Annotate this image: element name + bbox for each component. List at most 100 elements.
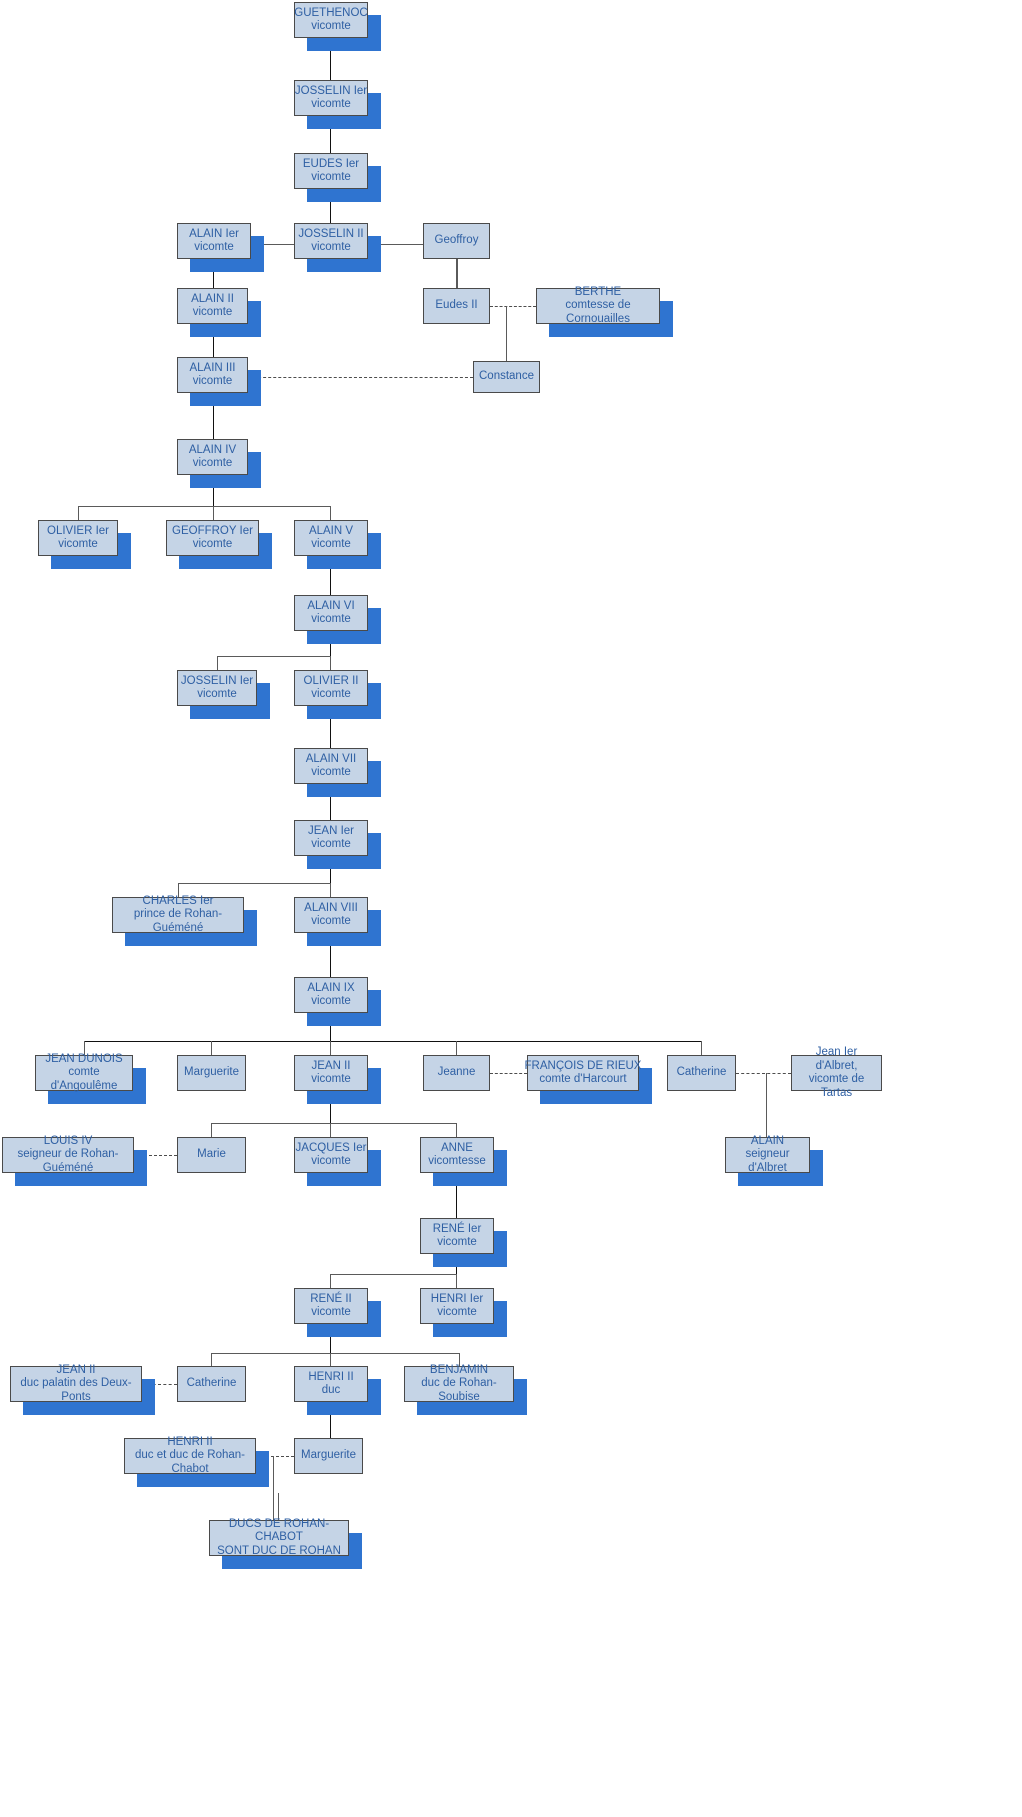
- link-guethenoc-josselin1: [330, 38, 332, 80]
- node-primary-label: ANNE: [441, 1141, 473, 1154]
- marriage-alain3-constance: [248, 377, 473, 378]
- link-olivier2-alain7: [330, 706, 332, 748]
- link-anne-rene1: [456, 1173, 458, 1218]
- node-secondary-label: vicomte: [58, 538, 98, 550]
- tree-node-marguerite1[interactable]: Marguerite: [177, 1055, 246, 1091]
- node-primary-label: ALAIN: [750, 1134, 785, 1147]
- node-primary-label: BENJAMIN: [429, 1363, 489, 1376]
- link-jean1-to-alain8: [330, 882, 332, 898]
- node-primary-label: Jean Ier d'Albret,: [815, 1046, 858, 1072]
- link-jean2-to-jacques1: [330, 1122, 332, 1138]
- node-primary-label: ALAIN IX: [307, 981, 355, 994]
- marriage-catherine1-jeanalbret: [736, 1073, 791, 1074]
- tree-node-catherine1[interactable]: Catherine: [667, 1055, 736, 1091]
- link-alain9-bus: [84, 1041, 702, 1043]
- link-alain4-to-olivier1: [78, 505, 80, 521]
- node-primary-label: OLIVIER Ier: [47, 524, 109, 537]
- node-secondary-label: prince de Rohan-Guéméné: [133, 908, 223, 934]
- tree-node-eudes2[interactable]: Eudes II: [423, 288, 490, 324]
- node-secondary-label: seigneur d'Albret: [745, 1148, 790, 1174]
- tree-node-geoffroy[interactable]: Geoffroy: [423, 223, 490, 259]
- node-secondary-label: SONT DUC DE ROHAN: [217, 1544, 341, 1557]
- node-primary-label: HENRI Ier: [430, 1292, 484, 1305]
- node-primary-label: ALAIN III: [189, 361, 236, 374]
- link-chabot-drop-b: [278, 1493, 280, 1520]
- node-primary-label: GUETHENOC: [294, 6, 368, 19]
- node-primary-label: ALAIN II: [191, 292, 234, 305]
- node-primary-label: Catherine: [186, 1377, 237, 1390]
- node-secondary-label: vicomte: [192, 306, 233, 318]
- node-secondary-label: duc palatin des Deux-Ponts: [20, 1377, 132, 1403]
- tree-node-marie[interactable]: Marie: [177, 1137, 246, 1173]
- tree-node-jeanne[interactable]: Jeanne: [423, 1055, 490, 1091]
- node-primary-label: ALAIN VIII: [304, 901, 358, 914]
- node-primary-label: FRANÇOIS DE RIEUX: [524, 1059, 642, 1072]
- link-alain9-to-marguerite1: [211, 1041, 213, 1056]
- node-secondary-label: duc: [321, 1384, 341, 1396]
- node-primary-label: Jeanne: [437, 1066, 476, 1079]
- link-alain9-to-jeanne: [456, 1041, 458, 1056]
- link-alain9-drop: [330, 1013, 332, 1042]
- tree-node-catherine2[interactable]: Catherine: [177, 1366, 246, 1402]
- link-jean2-drop: [330, 1091, 332, 1123]
- node-secondary-label: comte d'Harcourt: [539, 1073, 627, 1085]
- link-rene2-to-catherine2: [211, 1352, 213, 1368]
- node-secondary-label: vicomte: [311, 1306, 351, 1318]
- marriage-louis4-marie: [134, 1155, 177, 1156]
- link-catherinealbret-drop: [766, 1073, 768, 1137]
- node-primary-label: Catherine: [676, 1066, 727, 1079]
- tree-node-jean1albret[interactable]: Jean Ier d'Albret,vicomte de Tartas: [791, 1046, 882, 1099]
- node-primary-label: ALAIN V: [308, 524, 354, 537]
- link-alain6-bus: [217, 655, 331, 657]
- node-secondary-label: seigneur de Rohan-Guéméné: [17, 1148, 119, 1174]
- link-rene2-to-benjamin: [459, 1352, 461, 1368]
- link-rene2-bus: [211, 1352, 460, 1354]
- node-primary-label: HENRI II: [167, 1435, 213, 1448]
- tree-node-constance[interactable]: Constance: [473, 361, 540, 393]
- node-secondary-label: vicomtesse: [428, 1155, 486, 1167]
- node-primary-label: ALAIN VI: [307, 599, 355, 612]
- link-alain6-to-josselin1b: [217, 655, 219, 671]
- node-primary-label: Eudes II: [435, 299, 478, 312]
- node-secondary-label: vicomte: [311, 995, 351, 1007]
- node-secondary-label: vicomte: [311, 1073, 351, 1085]
- tree-node-marguerite2[interactable]: Marguerite: [294, 1438, 363, 1474]
- node-primary-label: HENRI II: [308, 1370, 354, 1383]
